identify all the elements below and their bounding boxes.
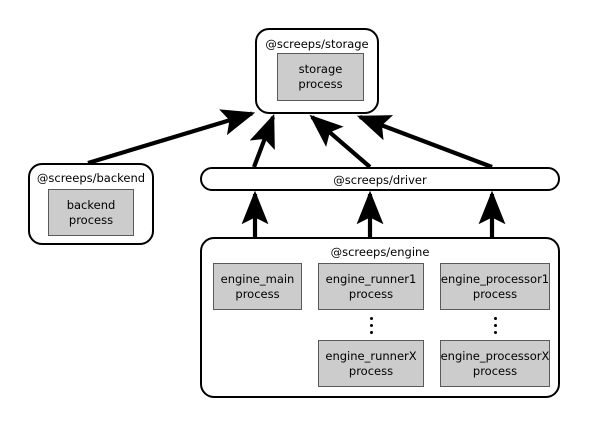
process-engine-processor1-line2: process <box>472 286 518 301</box>
process-backend: backend process <box>48 189 134 236</box>
arrow-backend-to-storage <box>87 109 256 166</box>
process-engine-runnerx-line1: engine_runnerX <box>325 348 417 363</box>
processor-ellipsis-icon <box>490 317 500 334</box>
package-driver: @screeps/driver <box>200 167 560 191</box>
process-engine-main-line2: process <box>235 286 280 301</box>
process-storage-line1: storage <box>298 62 343 76</box>
process-engine-runner1: engine_runner1 process <box>318 263 424 310</box>
arrow-driver-to-storage-middle <box>309 114 372 169</box>
package-engine-label: @screeps/engine <box>330 245 430 259</box>
process-engine-runner1-line1: engine_runner1 <box>325 271 417 286</box>
process-storage-line2: process <box>298 77 343 91</box>
package-storage-label: @screeps/storage <box>265 37 369 51</box>
process-engine-processor1: engine_processor1 process <box>440 263 550 310</box>
package-driver-label: @screeps/driver <box>333 173 427 187</box>
process-engine-processorx-line2: process <box>472 363 518 378</box>
process-backend-line2: process <box>68 212 114 227</box>
arrow-driver-to-storage-left <box>249 113 275 168</box>
process-engine-processorx: engine_processorX process <box>440 340 550 387</box>
process-engine-runnerx: engine_runnerX process <box>318 340 424 387</box>
runner-ellipsis-icon <box>366 317 376 334</box>
package-backend-label: @screeps/backend <box>36 171 146 185</box>
process-engine-processor1-line1: engine_processor1 <box>440 271 550 286</box>
process-engine-main: engine_main process <box>213 263 302 310</box>
process-engine-main-line1: engine_main <box>220 271 295 286</box>
process-storage: storage process <box>277 53 364 101</box>
arrow-driver-to-storage-right <box>356 115 493 169</box>
process-engine-runner1-line2: process <box>348 286 394 301</box>
process-engine-runnerx-line2: process <box>348 363 394 378</box>
process-backend-line1: backend <box>66 197 116 212</box>
process-engine-processorx-line1: engine_processorX <box>440 348 550 363</box>
